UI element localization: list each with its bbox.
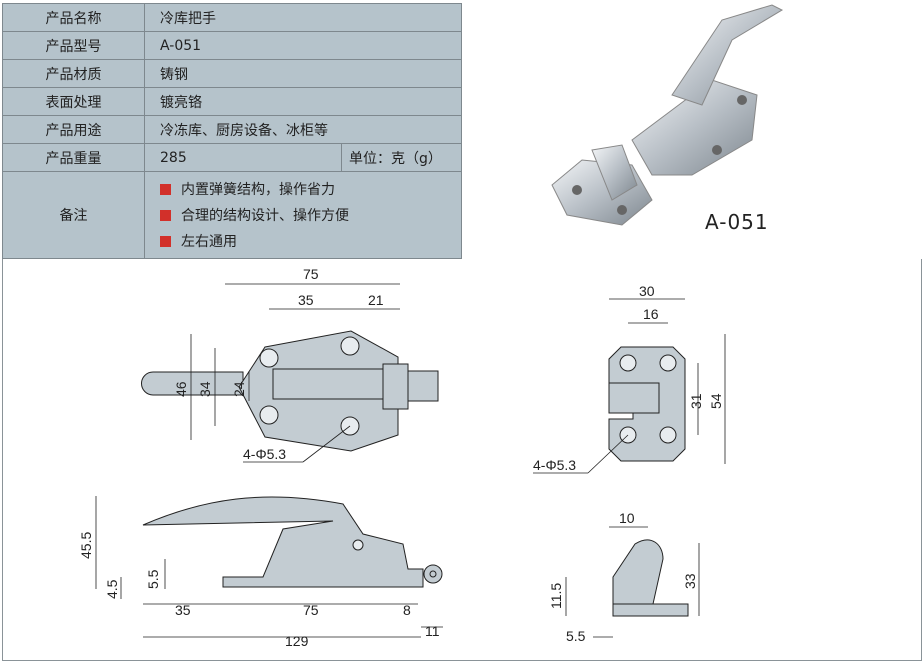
svg-text:21: 21 — [368, 292, 384, 308]
note-item: 合理的结构设计、操作方便 — [160, 202, 461, 228]
svg-text:35: 35 — [298, 292, 314, 308]
bullet-icon — [160, 235, 171, 247]
svg-text:34: 34 — [197, 381, 213, 397]
technical-drawings: 75 35 21 46 34 24 4-Φ5.3 30 16 31 54 4-Φ… — [2, 259, 922, 661]
model-label: A-051 — [705, 210, 769, 234]
svg-text:75: 75 — [303, 266, 319, 282]
latch-photo-illustration — [551, 4, 784, 226]
bullet-icon — [160, 183, 171, 195]
svg-text:54: 54 — [708, 393, 724, 409]
svg-text:31: 31 — [688, 393, 704, 409]
bullet-icon — [160, 209, 171, 221]
strike-front-drawing: 30 16 31 54 4-Φ5.3 — [533, 283, 726, 474]
note-item: 内置弹簧结构，操作省力 — [160, 176, 461, 202]
svg-text:33: 33 — [682, 573, 698, 589]
svg-text:30: 30 — [639, 283, 655, 299]
table-row: 产品用途冷冻库、厨房设备、冰柜等 — [2, 115, 462, 144]
svg-text:5.5: 5.5 — [566, 628, 586, 644]
svg-text:4.5: 4.5 — [104, 579, 120, 599]
side-view-drawing: 45.5 5.5 4.5 35 75 8 129 11 — [78, 496, 443, 649]
notes-cell: 内置弹簧结构，操作省力 合理的结构设计、操作方便 左右通用 — [144, 171, 462, 259]
top-view-drawing: 75 35 21 46 34 24 4-Φ5.3 — [141, 266, 439, 463]
svg-text:4-Φ5.3: 4-Φ5.3 — [533, 457, 576, 473]
note-item: 左右通用 — [160, 228, 461, 254]
svg-text:8: 8 — [403, 602, 411, 618]
svg-text:10: 10 — [619, 510, 635, 526]
weight-unit: 单位：克（g） — [341, 143, 462, 172]
product-photo: A-051 — [462, 0, 924, 259]
svg-text:129: 129 — [285, 633, 309, 649]
svg-text:11.5: 11.5 — [548, 583, 564, 609]
svg-text:16: 16 — [643, 306, 659, 322]
table-row: 产品名称冷库把手 — [2, 3, 462, 32]
svg-text:11: 11 — [425, 623, 440, 639]
table-row: 备注 内置弹簧结构，操作省力 合理的结构设计、操作方便 左右通用 — [2, 171, 462, 259]
svg-text:4-Φ5.3: 4-Φ5.3 — [243, 446, 286, 462]
svg-text:24: 24 — [231, 381, 247, 397]
svg-text:45.5: 45.5 — [78, 532, 94, 559]
svg-text:75: 75 — [303, 602, 319, 618]
svg-text:35: 35 — [175, 602, 191, 618]
table-row: 表面处理镀亮铬 — [2, 87, 462, 116]
svg-text:5.5: 5.5 — [145, 569, 161, 589]
svg-text:46: 46 — [173, 381, 189, 397]
strike-side-drawing: 10 11.5 33 5.5 — [548, 510, 700, 644]
table-row: 产品材质铸钢 — [2, 59, 462, 88]
